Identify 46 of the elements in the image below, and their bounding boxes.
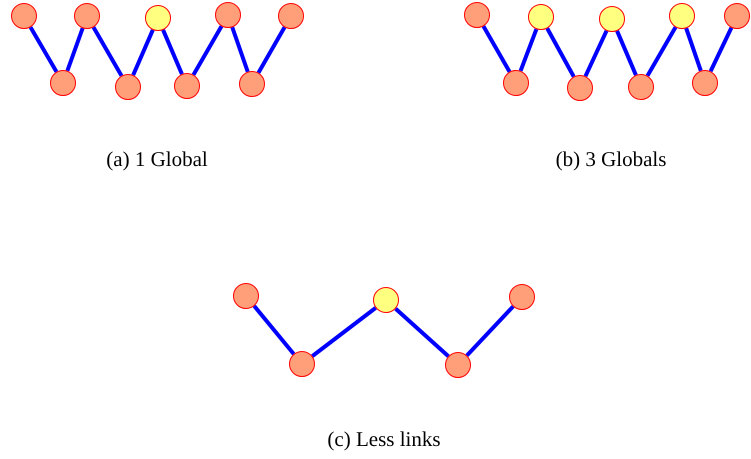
link-line — [684, 28, 703, 72]
link-line — [518, 28, 538, 72]
node-circle — [174, 73, 200, 99]
link-line — [230, 26, 250, 72]
link-line — [584, 30, 608, 78]
link-line — [161, 29, 184, 75]
node-circle — [509, 284, 535, 310]
node-circle — [233, 283, 259, 309]
node-circle — [50, 70, 76, 96]
node-circle — [445, 352, 471, 378]
node-circle — [692, 70, 718, 96]
node-circle — [503, 70, 529, 96]
link-line — [482, 25, 512, 73]
link-line — [28, 26, 58, 73]
node-circle — [567, 75, 593, 101]
link-line — [546, 27, 576, 78]
link-line — [394, 307, 450, 358]
node-circle — [289, 351, 315, 377]
link-line — [646, 26, 678, 77]
subfigure-caption: (c) Less links — [327, 427, 441, 452]
link-line — [66, 28, 84, 72]
node-circle — [724, 3, 750, 29]
link-line — [465, 305, 515, 357]
node-circle — [145, 5, 171, 31]
link-line — [311, 306, 377, 358]
node-circle — [11, 3, 37, 29]
node-circle — [215, 2, 241, 28]
node-circle — [239, 71, 265, 97]
node-circle — [373, 287, 399, 313]
link-line — [708, 26, 734, 72]
node-circle — [669, 3, 695, 29]
node-circle — [115, 74, 141, 100]
node-circle — [528, 4, 554, 30]
link-line — [92, 26, 124, 77]
link-line — [252, 304, 296, 356]
node-circle — [278, 3, 304, 29]
subfigure-caption: (a) 1 Global — [106, 147, 208, 172]
link-line — [615, 30, 638, 76]
node-circle — [74, 3, 100, 29]
node-circle — [464, 2, 490, 28]
link-line — [256, 26, 286, 74]
link-line — [192, 25, 224, 76]
link-line — [131, 29, 155, 76]
node-circle — [599, 6, 625, 32]
node-circle — [628, 74, 654, 100]
subfigure-caption: (b) 3 Globals — [556, 147, 666, 172]
